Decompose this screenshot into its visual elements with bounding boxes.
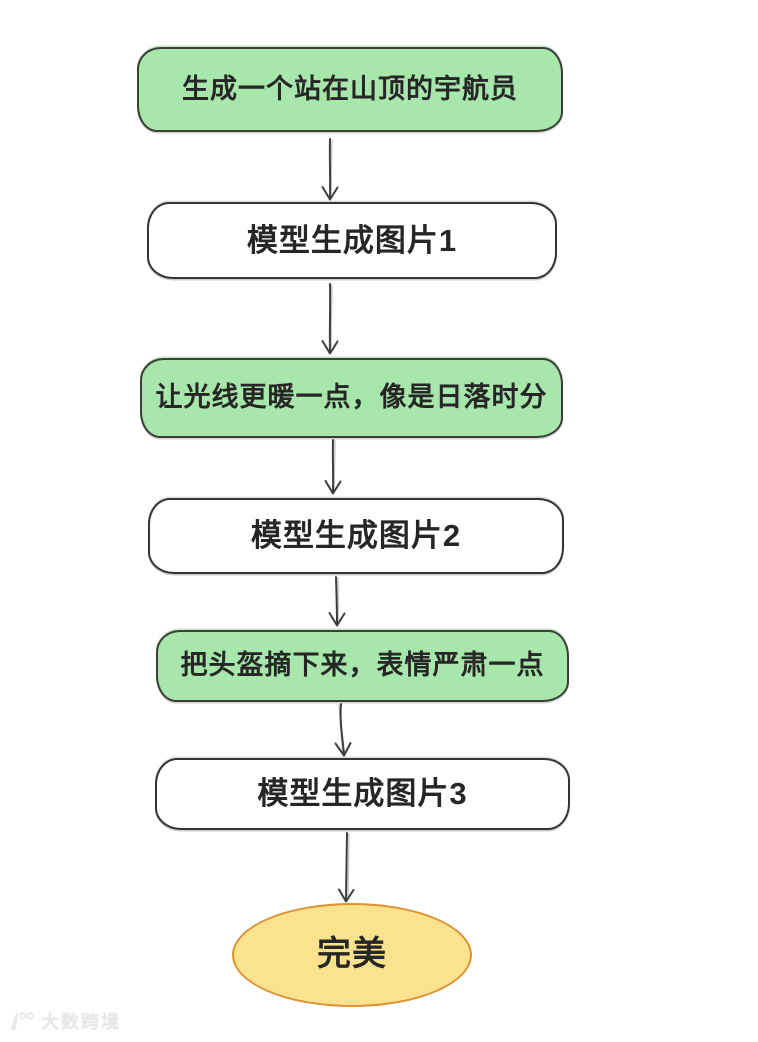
node-prompt-2: 让光线更暖一点，像是日落时分 [140, 358, 563, 438]
arrow-1 [321, 138, 339, 201]
watermark-text: 大数跨境 [41, 1012, 121, 1032]
arrow-3 [324, 439, 342, 495]
arrow-2 [321, 283, 339, 355]
node-image-1: 模型生成图片1 [147, 202, 557, 279]
node-image-3: 模型生成图片3 [155, 758, 570, 830]
arrow-4 [328, 576, 346, 627]
arrow-5 [334, 703, 352, 757]
node-image-2: 模型生成图片2 [148, 498, 564, 574]
watermark: 大数跨境 [8, 1008, 121, 1034]
node-prompt-3: 把头盔摘下来，表情严肃一点 [156, 630, 569, 702]
watermark-logo-icon [10, 1012, 35, 1031]
arrow-6 [338, 832, 355, 903]
node-prompt-1: 生成一个站在山顶的宇航员 [137, 47, 563, 132]
node-result: 完美 [232, 903, 472, 1007]
